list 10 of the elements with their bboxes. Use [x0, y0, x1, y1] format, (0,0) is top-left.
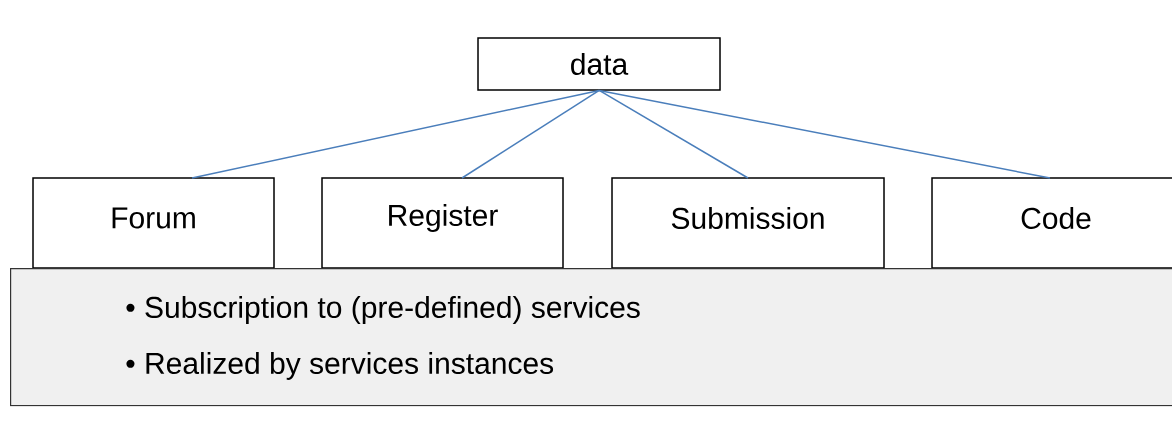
title-box: data: [477, 37, 721, 91]
connector-line: [461, 89, 600, 179]
note-band: • Subscription to (pre-defined) services • Realized by services instances: [10, 268, 1172, 407]
connector-line: [191, 89, 600, 179]
category-box: Submission: [611, 177, 885, 269]
connector-line: [598, 89, 1051, 179]
category-box: Code: [931, 177, 1172, 269]
category-box: Forum: [32, 177, 275, 269]
connector-line: [598, 89, 749, 179]
category-box: Register: [321, 177, 564, 269]
